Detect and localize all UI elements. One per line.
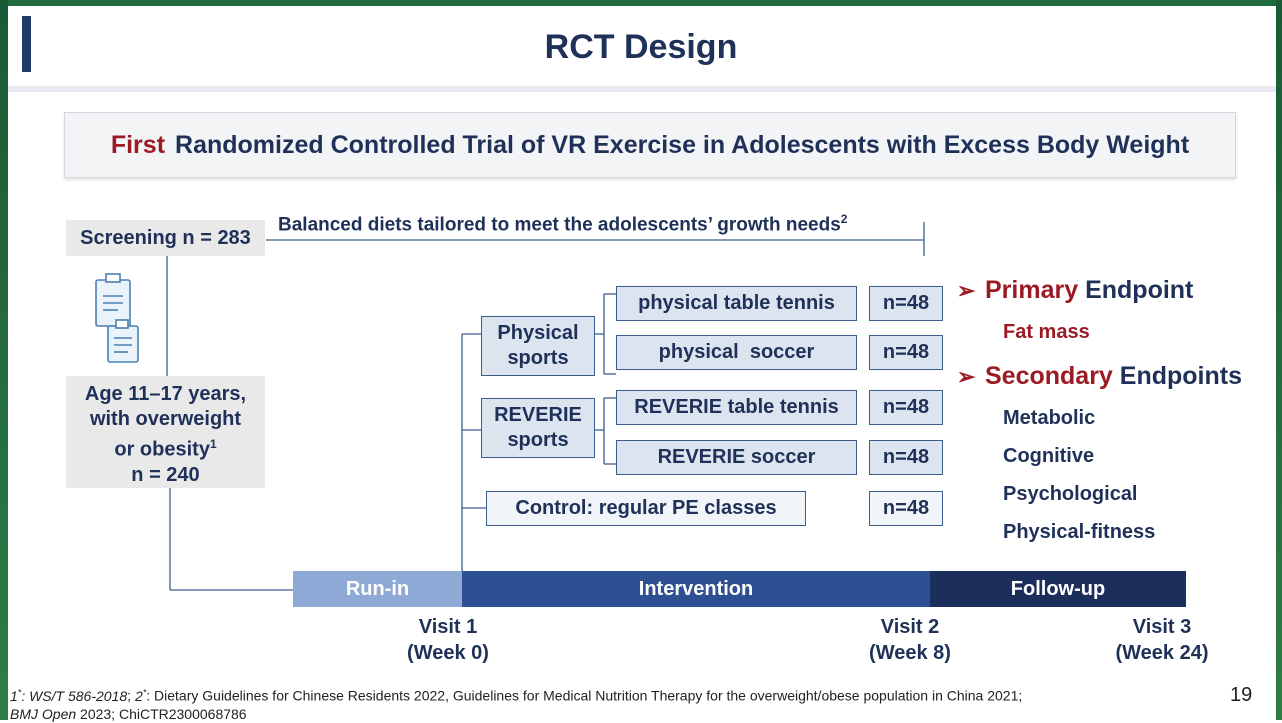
timeline-follow-up: Follow-up bbox=[930, 571, 1186, 607]
primary-endpoint-fat-mass: Fat mass bbox=[1003, 321, 1090, 343]
n-physical-table-tennis: n=48 bbox=[869, 286, 943, 321]
footnote-line-2: BMJ Open 2023; ChiCTR2300068786 bbox=[10, 705, 247, 722]
page-number: 19 bbox=[1230, 684, 1253, 706]
secondary-arrow-icon: ➢ bbox=[957, 364, 976, 389]
arm-physical-soccer: physical soccer bbox=[616, 335, 857, 370]
population-obesity: or obesity1 bbox=[114, 437, 217, 461]
arm-reverie-table-tennis: REVERIE table tennis bbox=[616, 390, 857, 425]
title-accent-bar bbox=[22, 16, 31, 72]
secondary-physical-fitness: Physical-fitness bbox=[1003, 521, 1156, 543]
reverie-sports-group: REVERIE sports bbox=[481, 398, 595, 458]
slide-title: RCT Design bbox=[544, 28, 738, 66]
arm-control: Control: regular PE classes bbox=[486, 491, 806, 526]
visit-1: Visit 1 (Week 0) bbox=[407, 616, 489, 664]
secondary-cognitive: Cognitive bbox=[1003, 445, 1095, 467]
top-frame bbox=[0, 0, 1282, 6]
diet-note: Balanced diets tailored to meet the adol… bbox=[278, 212, 847, 236]
timeline-intervention: Intervention bbox=[462, 571, 930, 607]
footnote-line-1: 1*: WS/T 586-2018; 2*: Dietary Guideline… bbox=[10, 687, 1023, 704]
secondary-endpoints-heading: Secondary Endpoints bbox=[985, 362, 1243, 390]
population-age: Age 11–17 years, bbox=[84, 383, 247, 405]
secondary-metabolic: Metabolic bbox=[1003, 407, 1096, 429]
footnote: 1*: WS/T 586-2018; 2*: Dietary Guideline… bbox=[10, 683, 1190, 723]
banner-text: Randomized Controlled Trial of VR Exerci… bbox=[175, 130, 1190, 159]
title-bar bbox=[8, 6, 1276, 90]
arm-physical-table-tennis: physical table tennis bbox=[616, 286, 857, 321]
secondary-psychological: Psychological bbox=[1003, 483, 1138, 505]
title-divider bbox=[8, 86, 1276, 92]
left-frame bbox=[0, 0, 8, 720]
visit-2: Visit 2 (Week 8) bbox=[869, 616, 951, 664]
primary-arrow-icon: ➢ bbox=[957, 278, 976, 303]
diet-footnote-ref: 2 bbox=[840, 212, 848, 226]
primary-endpoint-heading: Primary Endpoint bbox=[985, 276, 1194, 304]
population-n: n = 240 bbox=[131, 463, 200, 486]
screening-label: Screening n = 283 bbox=[80, 227, 251, 249]
visit-3: Visit 3 (Week 24) bbox=[1115, 616, 1209, 664]
arm-reverie-soccer: REVERIE soccer bbox=[616, 440, 857, 475]
trial-banner: First Randomized Controlled Trial of VR … bbox=[64, 112, 1236, 178]
n-control: n=48 bbox=[869, 491, 943, 526]
population-condition: with overweight bbox=[89, 408, 242, 430]
n-reverie-table-tennis: n=48 bbox=[869, 390, 943, 425]
right-frame bbox=[1276, 0, 1282, 720]
screening-box: Screening n = 283 bbox=[66, 220, 265, 256]
timeline-run-in: Run-in bbox=[293, 571, 462, 607]
banner-first: First bbox=[110, 130, 166, 159]
diet-text: Balanced diets tailored to meet the adol… bbox=[278, 214, 841, 236]
population-box: Age 11–17 years, with overweight or obes… bbox=[66, 376, 265, 488]
clipboard-icon bbox=[95, 273, 139, 363]
n-physical-soccer: n=48 bbox=[869, 335, 943, 370]
n-reverie-soccer: n=48 bbox=[869, 440, 943, 475]
physical-sports-group: Physical sports bbox=[481, 316, 595, 376]
